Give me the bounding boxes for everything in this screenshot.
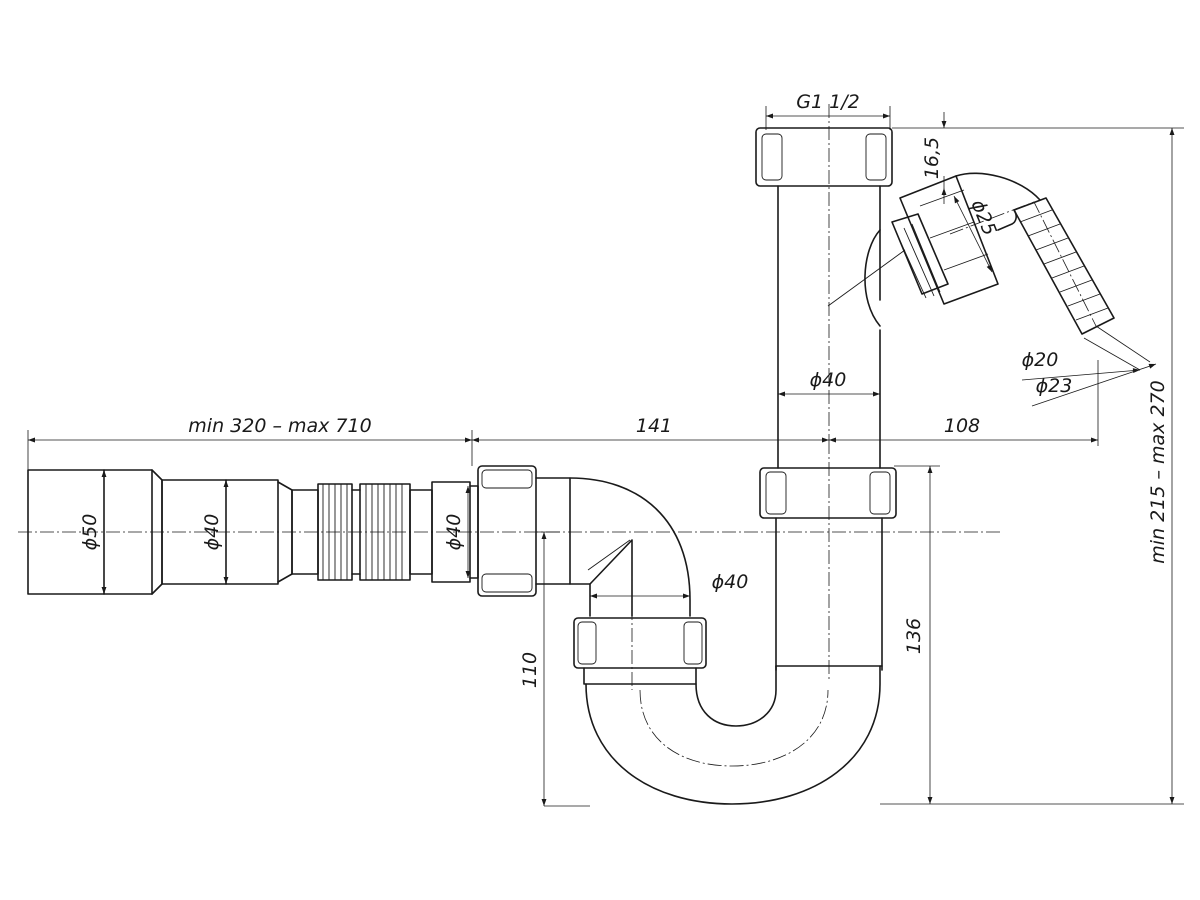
side-inlet xyxy=(827,172,1115,335)
label-d-outlet-pipe: ϕ40 xyxy=(201,514,223,551)
label-d-vertical: ϕ40 xyxy=(810,369,847,391)
label-d-hose-inner: ϕ20 xyxy=(1022,349,1059,371)
label-d-hose-outer: ϕ23 xyxy=(1036,375,1073,397)
label-d-outlet-nut: ϕ40 xyxy=(443,514,465,551)
label-d-trap: ϕ40 xyxy=(712,571,749,593)
label-len-mid: 141 xyxy=(636,415,672,437)
label-d-outlet-end: ϕ50 xyxy=(79,514,101,551)
label-len-right: 108 xyxy=(944,415,980,437)
label-height-min-max: min 215 – max 270 xyxy=(1147,380,1169,563)
dimensions xyxy=(27,106,1184,807)
vertical-pipe xyxy=(755,127,897,671)
elbow-to-trap xyxy=(569,477,691,617)
label-height-trap: 110 xyxy=(519,652,541,688)
label-height-outlet: 136 xyxy=(903,618,925,654)
label-offset-top: 16,5 xyxy=(921,137,943,179)
horizontal-nut xyxy=(477,465,571,597)
u-trap xyxy=(573,617,881,805)
label-thread: G1 1/2 xyxy=(796,91,859,113)
labels: G1 1/2 min 215 – max 270 16,5 ϕ25 ϕ20 ϕ2… xyxy=(79,91,1169,688)
label-len-corrugated: min 320 – max 710 xyxy=(188,415,371,437)
axis-lines xyxy=(18,104,1000,690)
